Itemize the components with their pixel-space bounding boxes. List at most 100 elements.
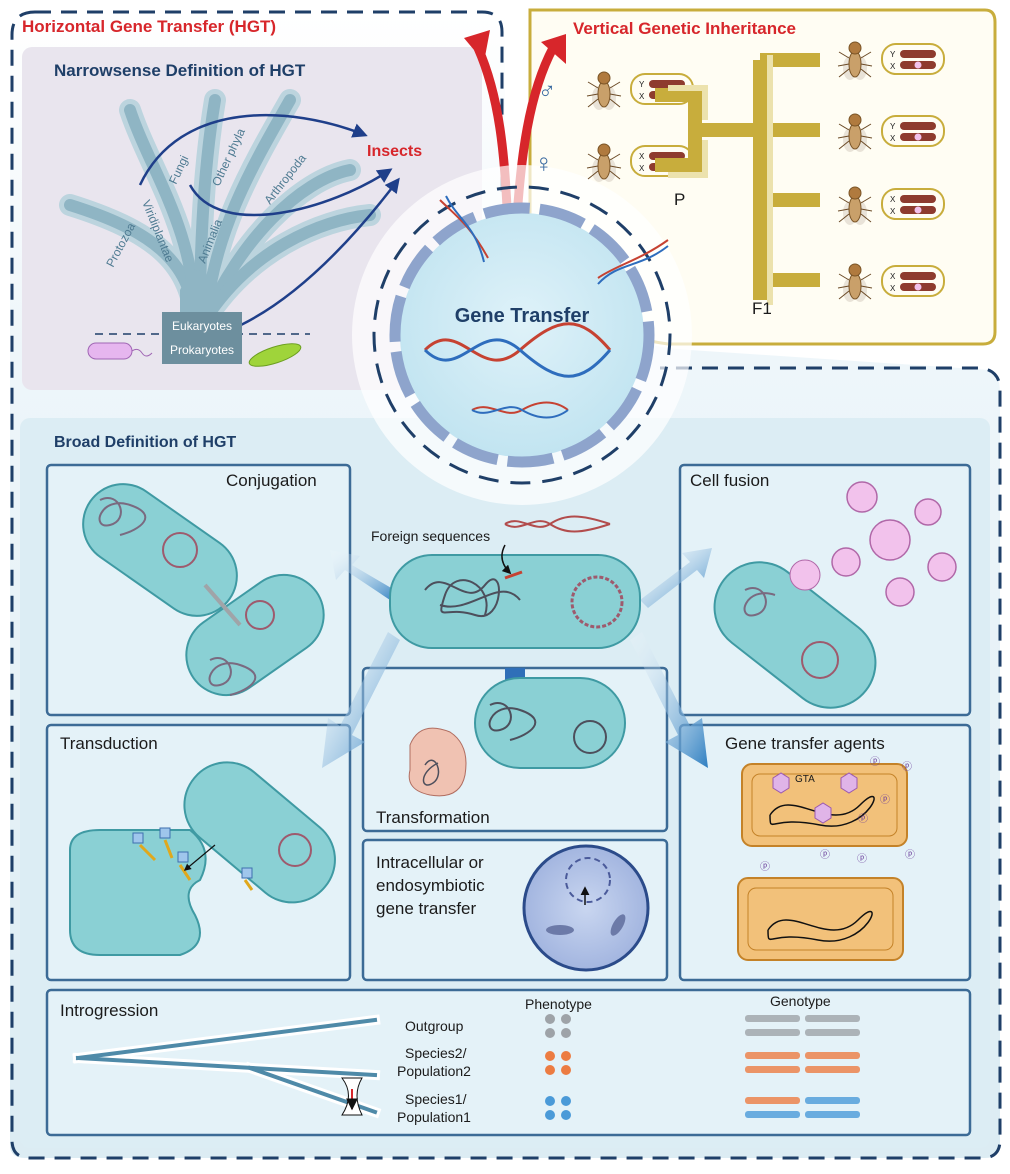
genotype-mark (805, 1066, 860, 1073)
tree-of-life (59, 89, 381, 331)
svg-text:ⓟ: ⓟ (902, 761, 912, 773)
chromosome-label: X (890, 62, 896, 71)
row-species1-line1: Species1/ (405, 1091, 467, 1107)
transduction-art (69, 761, 336, 956)
svg-text:ⓟ: ⓟ (880, 794, 890, 806)
phenotype-mark (561, 1065, 571, 1075)
chromosome-label: X (639, 152, 645, 161)
row-species2-line1: Species2/ (405, 1045, 467, 1061)
phenotype-mark (545, 1051, 555, 1061)
chromosome-label: X (890, 272, 896, 281)
gta-label: GTA (795, 774, 815, 785)
endosymbiotic-label-line2: endosymbiotic (376, 876, 485, 895)
female-symbol: ♀ (534, 148, 554, 178)
chromosome-label: X (639, 92, 645, 101)
transformation-label: Transformation (376, 808, 490, 827)
prokaryotes-label: Prokaryotes (170, 343, 234, 357)
vertical-title: Vertical Genetic Inheritance (573, 19, 796, 38)
gene-transfer-cell (352, 165, 692, 505)
foreign-seq-pointer (501, 544, 512, 575)
genotype-mark (745, 1066, 800, 1073)
central-bacterium (389, 554, 641, 649)
hgt-title: Horizontal Gene Transfer (HGT) (22, 17, 276, 36)
broad-title: Broad Definition of HGT (54, 434, 236, 451)
chromosome-label: X (890, 134, 896, 143)
f1-fly: YX (837, 41, 945, 80)
introgression-marks (545, 1014, 860, 1120)
endosymbiotic-cell-icon (522, 844, 650, 972)
cell-fusion-label: Cell fusion (690, 471, 769, 490)
introgression-panel (45, 988, 972, 1137)
phenotype-mark (545, 1065, 555, 1075)
endosymbiotic-label-line1: Intracellular or (376, 853, 484, 872)
phenotype-mark (561, 1028, 571, 1038)
row-species1-line2: Population1 (397, 1109, 471, 1125)
introgression-tree (72, 1014, 382, 1119)
genotype-mark (805, 1029, 860, 1036)
transformation-art (408, 677, 626, 797)
phenotype-mark (545, 1096, 555, 1106)
endosymbiotic-label-line3: gene transfer (376, 899, 477, 918)
gene-transfer-label: Gene Transfer (455, 305, 590, 327)
pedigree-lines (655, 53, 820, 305)
gta-panel-label: Gene transfer agents (725, 734, 885, 753)
genotype-mark (805, 1097, 860, 1104)
chromosome-label: Y (639, 80, 645, 89)
f1-fly: YX (837, 113, 945, 152)
conjugation-label: Conjugation (226, 471, 317, 490)
male-symbol: ♂ (538, 78, 556, 105)
genotype-mark (805, 1052, 860, 1059)
p-label: P (674, 190, 685, 209)
transduction-label: Transduction (60, 734, 158, 753)
phenotype-mark (561, 1110, 571, 1120)
pink-bacterium-icon (87, 342, 153, 360)
chromosome-label: X (890, 207, 896, 216)
genotype-mark (745, 1015, 800, 1022)
f1-label: F1 (752, 299, 772, 318)
svg-text:ⓟ: ⓟ (858, 813, 868, 825)
genotype-mark (805, 1111, 860, 1118)
f1-fly: XX (837, 263, 945, 302)
svg-text:ⓟ: ⓟ (857, 853, 867, 865)
eukaryotes-label: Eukaryotes (172, 319, 232, 333)
genotype-header: Genotype (770, 993, 831, 1009)
phenotype-mark (561, 1096, 571, 1106)
genotype-mark (745, 1097, 800, 1104)
foreign-dna-icon (504, 515, 611, 533)
phenotype-mark (545, 1028, 555, 1038)
trunk-box (162, 312, 242, 364)
phenotype-header: Phenotype (525, 996, 592, 1012)
genotype-mark (805, 1015, 860, 1022)
svg-text:ⓟ: ⓟ (820, 849, 830, 861)
narrowsense-title: Narrowsense Definition of HGT (54, 61, 306, 80)
cell-fusion-art (713, 481, 957, 709)
hgt-frame-top (35, 10, 520, 192)
foreign-sequences-label: Foreign sequences (371, 528, 490, 544)
chromosome-label: X (639, 164, 645, 173)
dna-helix-icon (423, 322, 612, 378)
hgt-frame (10, 10, 1002, 1160)
insects-label: Insects (367, 143, 422, 160)
svg-text:ⓟ: ⓟ (870, 756, 880, 768)
phenotype-mark (561, 1051, 571, 1061)
dna-fragment-left-icon (439, 195, 489, 263)
insect-transfer-arrows (138, 113, 400, 332)
chromosome-label: Y (890, 122, 896, 131)
svg-text:ⓟ: ⓟ (760, 861, 770, 873)
phenotype-mark (545, 1110, 555, 1120)
svg-text:ⓟ: ⓟ (905, 849, 915, 861)
conjugation-bacteria (82, 483, 325, 697)
dna-fragment-right-icon (597, 239, 669, 285)
genotype-mark (745, 1111, 800, 1118)
chromosome-label: X (890, 195, 896, 204)
phenotype-mark (545, 1014, 555, 1024)
dna-helix-small-icon (471, 401, 569, 419)
genotype-mark (745, 1052, 800, 1059)
introgression-label: Introgression (60, 1001, 158, 1020)
row-outgroup: Outgroup (405, 1018, 464, 1034)
f1-fly: XX (837, 186, 945, 225)
